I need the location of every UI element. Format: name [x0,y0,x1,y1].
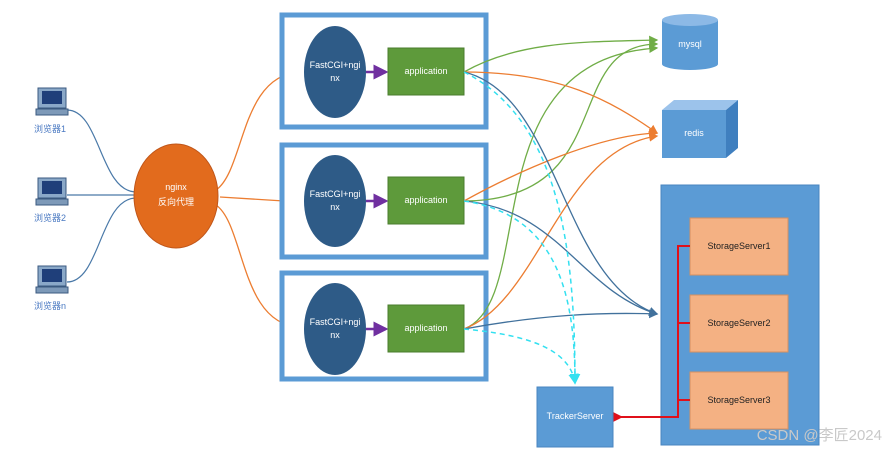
browser-2-label: 浏览器2 [33,213,66,223]
fastcgi-2-label-line1: FastCGI+ngi [309,189,361,199]
fastcgi-1-label-line2: nx [330,73,340,83]
proxy-label-line1: nginx [165,182,187,192]
browser-n-label: 浏览器n [33,301,66,311]
proxy-label-line2: 反向代理 [157,197,194,207]
browser-1-label: 浏览器1 [33,124,66,134]
redis-label: redis [684,128,704,138]
redis-cache-icon [662,100,738,158]
storage-server-3-label: StorageServer3 [707,395,771,405]
application-2-label: application [404,195,448,205]
storage-server-2-label: StorageServer2 [707,318,771,328]
fastcgi-3-label-line2: nx [330,330,340,340]
browser-links [66,109,136,283]
fastcgi-node-2 [304,155,366,247]
fastcgi-3-label-line1: FastCGI+ngi [309,317,361,327]
app-to-redis-links [463,71,659,330]
application-node-3 [387,304,465,353]
application-3-label: application [404,323,448,333]
storage-server-1-node [689,217,789,276]
application-node-2 [387,176,465,225]
browser-n-icon [35,265,69,294]
application-1-label: application [404,66,448,76]
fastcgi-1-label-line1: FastCGI+ngi [309,60,361,70]
fastcgi-2-label-line2: nx [330,202,340,212]
nginx-proxy-node [133,143,219,249]
browser-1-icon [35,87,69,116]
mysql-db-icon [662,14,718,70]
tracker-server-label: TrackerServer [546,411,604,421]
fastcgi-node-1 [304,26,366,118]
storage-to-tracker-links [609,245,690,424]
app-to-storage-links [463,71,659,330]
storage-server-3-node [689,371,789,430]
storage-server-1-label: StorageServer1 [707,241,771,251]
application-node-1 [387,47,465,96]
app-to-tracker-links [463,71,581,385]
tracker-server-node [536,386,614,448]
watermark: CSDN @李匠2024 [756,427,882,444]
browser-2-icon [35,177,69,206]
fastcgi-node-3 [304,283,366,375]
mysql-label: mysql [678,39,702,49]
app-to-mysql-links [463,35,659,330]
